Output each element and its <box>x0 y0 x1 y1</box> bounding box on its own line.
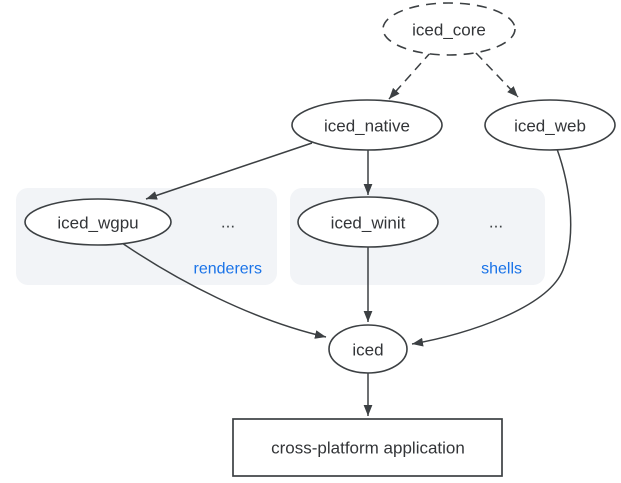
ellipsis-renderers: ... <box>221 213 235 232</box>
node-label-cross-platform-application: cross-platform application <box>271 439 465 458</box>
node-iced-core <box>382 2 516 56</box>
node-label-iced-native: iced_native <box>324 117 410 136</box>
node-iced-winit <box>297 196 439 248</box>
group-label-shells: shells <box>481 261 522 278</box>
node-label-iced: iced <box>352 341 383 360</box>
node-label-iced-wgpu: iced_wgpu <box>57 214 138 233</box>
node-iced <box>328 324 408 374</box>
group-label-renderers: renderers <box>194 261 262 278</box>
edge-iced_wgpu-iced <box>121 242 327 339</box>
node-label-iced-core: iced_core <box>412 21 486 40</box>
node-iced-native <box>291 99 443 151</box>
edge-iced_native-iced_wgpu <box>145 142 313 200</box>
ellipsis-shells: ... <box>489 213 503 232</box>
edge-iced_core-iced_native <box>388 51 432 100</box>
node-iced-web <box>484 99 616 151</box>
node-iced-wgpu <box>24 198 172 246</box>
node-label-iced-winit: iced_winit <box>331 214 406 233</box>
edge-iced_core-iced_web <box>475 52 519 98</box>
edge-iced_web-iced <box>411 148 572 347</box>
node-label-iced-web: iced_web <box>514 117 586 136</box>
node-cross-platform-application <box>232 418 503 477</box>
